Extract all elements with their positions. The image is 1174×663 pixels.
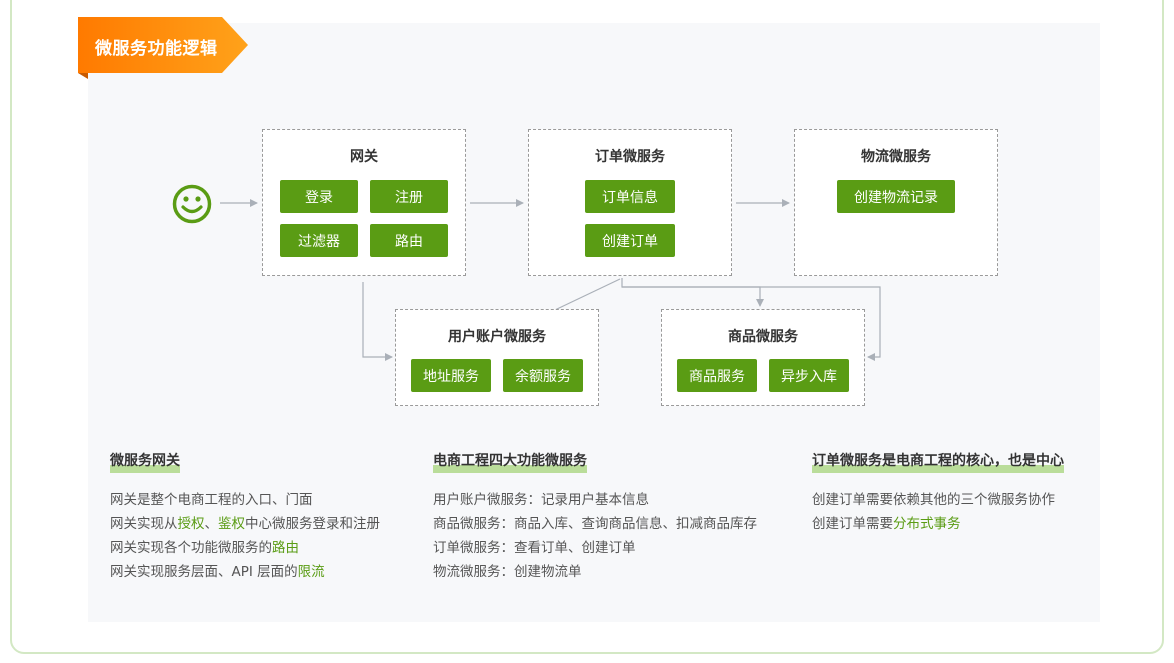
order-core-note-1: 创建订单需要依赖其他的三个微服务协作 bbox=[812, 492, 1055, 508]
routing-button[interactable]: 路由 bbox=[370, 224, 448, 257]
gateway-note-3: 网关实现各个功能微服务的路由 bbox=[110, 540, 299, 556]
user-account-service-title: 用户账户微服务 bbox=[448, 329, 546, 345]
user-account-service-box: 用户账户微服务 地址服务 余额服务 bbox=[395, 309, 599, 406]
distributed-transaction-highlight: 分布式事务 bbox=[893, 516, 961, 532]
product-service-box: 商品微服务 商品服务 异步入库 bbox=[661, 309, 865, 406]
gateway-notes-heading: 微服务网关 bbox=[110, 450, 180, 473]
register-button[interactable]: 注册 bbox=[370, 180, 448, 213]
product-service-button[interactable]: 商品服务 bbox=[677, 359, 757, 392]
rate-limit-highlight: 限流 bbox=[297, 564, 325, 580]
address-service-button[interactable]: 地址服务 bbox=[411, 359, 491, 392]
order-core-heading: 订单微服务是电商工程的核心，也是中心 bbox=[812, 450, 1064, 473]
filter-button[interactable]: 过滤器 bbox=[280, 224, 358, 257]
gateway-note-1: 网关是整个电商工程的入口、门面 bbox=[110, 492, 313, 508]
gateway-title: 网关 bbox=[350, 149, 378, 165]
four-services-note-3: 订单微服务：查看订单、创建订单 bbox=[433, 540, 636, 556]
logistics-service-title: 物流微服务 bbox=[861, 149, 931, 165]
login-button[interactable]: 登录 bbox=[280, 180, 358, 213]
four-services-heading: 电商工程四大功能微服务 bbox=[433, 450, 587, 473]
gateway-note-2: 网关实现从授权、鉴权中心微服务登录和注册 bbox=[110, 516, 380, 532]
order-service-title: 订单微服务 bbox=[595, 149, 665, 165]
auth-highlight: 授权 bbox=[177, 516, 205, 532]
gateway-note-4: 网关实现服务层面、API 层面的限流 bbox=[110, 564, 325, 580]
four-services-note-4: 物流微服务：创建物流单 bbox=[433, 564, 582, 580]
authz-highlight: 鉴权 bbox=[218, 516, 245, 532]
smiley-icon bbox=[172, 184, 212, 224]
balance-service-button[interactable]: 余额服务 bbox=[503, 359, 583, 392]
create-logistics-record-button[interactable]: 创建物流记录 bbox=[837, 180, 955, 213]
gateway-box: 网关 登录 注册 过滤器 路由 bbox=[262, 129, 466, 276]
four-services-note-2: 商品微服务：商品入库、查询商品信息、扣减商品库存 bbox=[433, 516, 757, 532]
order-info-button[interactable]: 订单信息 bbox=[585, 180, 675, 213]
order-service-box: 订单微服务 订单信息 创建订单 bbox=[528, 129, 732, 276]
routing-highlight: 路由 bbox=[272, 540, 299, 556]
product-service-title: 商品微服务 bbox=[728, 329, 798, 345]
four-services-note-1: 用户账户微服务：记录用户基本信息 bbox=[433, 492, 649, 508]
order-core-note-2: 创建订单需要分布式事务 bbox=[812, 516, 961, 532]
async-warehousing-button[interactable]: 异步入库 bbox=[769, 359, 849, 392]
ribbon-title: 微服务功能逻辑 bbox=[95, 39, 218, 59]
logistics-service-box: 物流微服务 创建物流记录 bbox=[794, 129, 998, 276]
ribbon-badge bbox=[78, 17, 248, 79]
create-order-button[interactable]: 创建订单 bbox=[585, 224, 675, 257]
